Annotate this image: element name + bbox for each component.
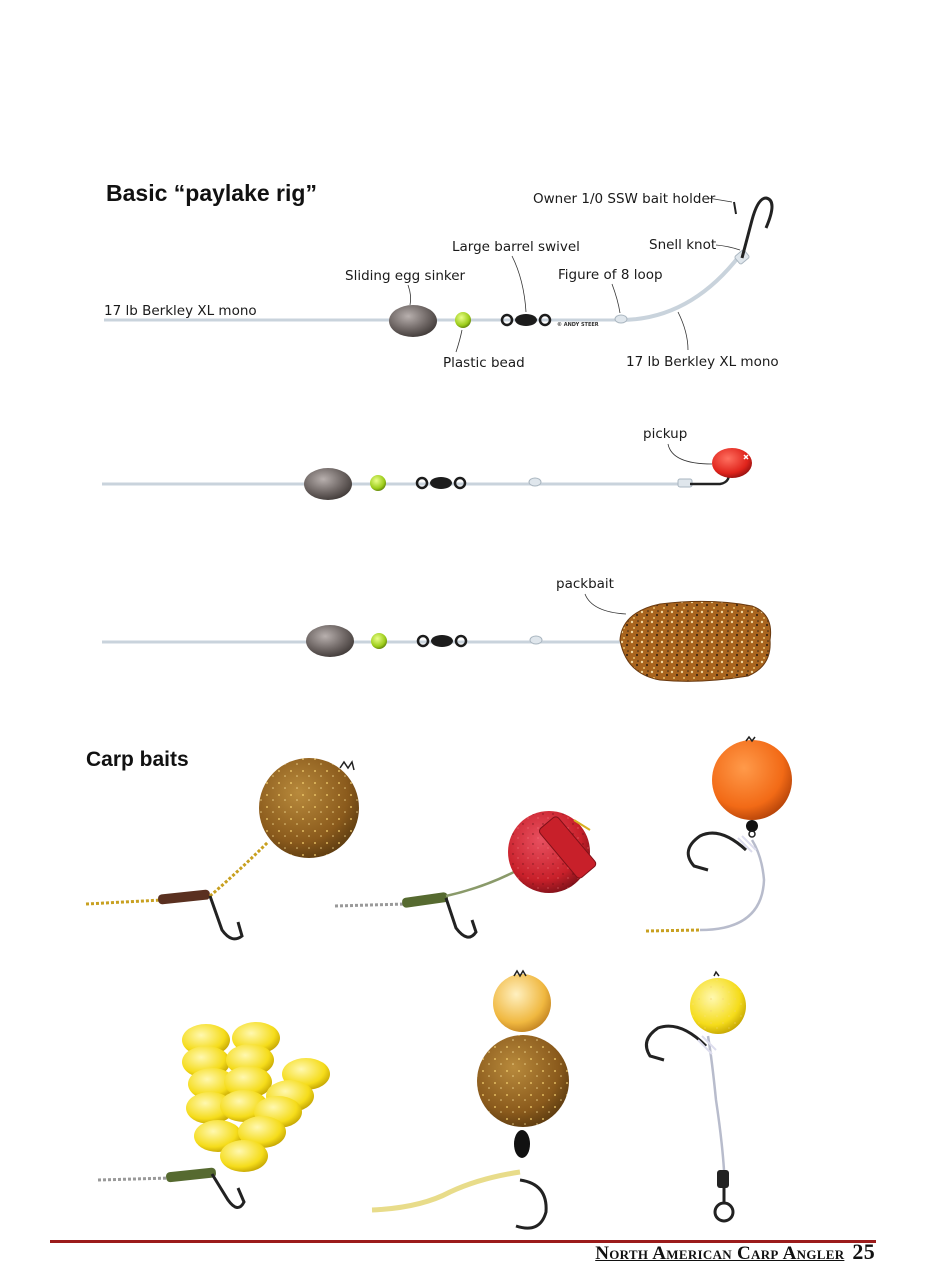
hook-icon xyxy=(515,1178,548,1230)
corn-kernels-icon xyxy=(182,1022,330,1172)
popup-icon xyxy=(712,740,792,820)
page-number: 25 xyxy=(852,1239,875,1264)
hook-icon xyxy=(740,196,774,259)
label-main-line: 17 lb Berkley XL mono xyxy=(104,303,257,319)
label-sinker: Sliding egg sinker xyxy=(345,268,466,284)
rig-pickup: pickup xyxy=(102,426,752,500)
shot-icon xyxy=(514,1130,530,1158)
rig-packbait: packbait xyxy=(102,576,772,682)
footer-rule xyxy=(50,1240,876,1243)
egg-sinker-icon xyxy=(389,305,437,337)
baits-section-title: Carp baits xyxy=(86,748,189,771)
egg-sinker-icon xyxy=(306,625,354,657)
hook-icon xyxy=(208,895,244,941)
hook-icon xyxy=(644,1024,708,1062)
bait-brown-boilie xyxy=(85,758,359,941)
plastic-bead-icon xyxy=(455,312,471,328)
rig-main: © ANDY STEER 17 lb Berkley XL mono Slidi… xyxy=(104,191,779,371)
label-pickup: pickup xyxy=(643,426,687,442)
popup-icon xyxy=(493,974,551,1032)
label-bead: Plastic bead xyxy=(443,355,525,371)
bait-strip-icon xyxy=(538,816,597,879)
bait-yellow-popup xyxy=(644,970,746,1223)
barrel-swivel-icon xyxy=(500,313,552,327)
egg-sinker-icon xyxy=(304,468,352,500)
barrel-swivel-icon xyxy=(415,476,467,490)
rig-section-title: Basic “paylake rig” xyxy=(106,180,317,206)
magazine-name: North American Carp Angler xyxy=(595,1243,845,1264)
barrel-swivel-icon xyxy=(416,634,468,648)
label-loop: Figure of 8 loop xyxy=(558,267,663,283)
plastic-bead-icon xyxy=(370,475,386,491)
bait-red-boilie xyxy=(334,811,597,939)
bait-corn-stack xyxy=(97,1022,330,1209)
hooklink-line xyxy=(619,253,742,322)
label-hooklink: 17 lb Berkley XL mono xyxy=(626,354,779,370)
label-hook-holder: Owner 1/0 SSW bait holder xyxy=(533,191,716,207)
artist-credit: © ANDY STEER xyxy=(557,322,599,328)
shot-icon xyxy=(746,820,758,832)
swivel-icon xyxy=(717,1170,729,1188)
label-swivel: Large barrel swivel xyxy=(452,239,580,255)
plastic-bead-icon xyxy=(371,633,387,649)
pickup-bait-icon xyxy=(712,448,752,478)
bait-snowman xyxy=(371,969,569,1230)
footer: North American Carp Angler 25 xyxy=(595,1239,875,1265)
hook-icon xyxy=(686,831,748,872)
bait-orange-popup xyxy=(645,735,792,933)
packbait-icon xyxy=(619,600,772,682)
figure-8-loop-icon xyxy=(614,314,628,324)
label-packbait: packbait xyxy=(556,576,614,592)
hook-icon xyxy=(210,1173,246,1209)
label-snell: Snell knot xyxy=(649,237,716,253)
hook-icon xyxy=(444,897,478,939)
